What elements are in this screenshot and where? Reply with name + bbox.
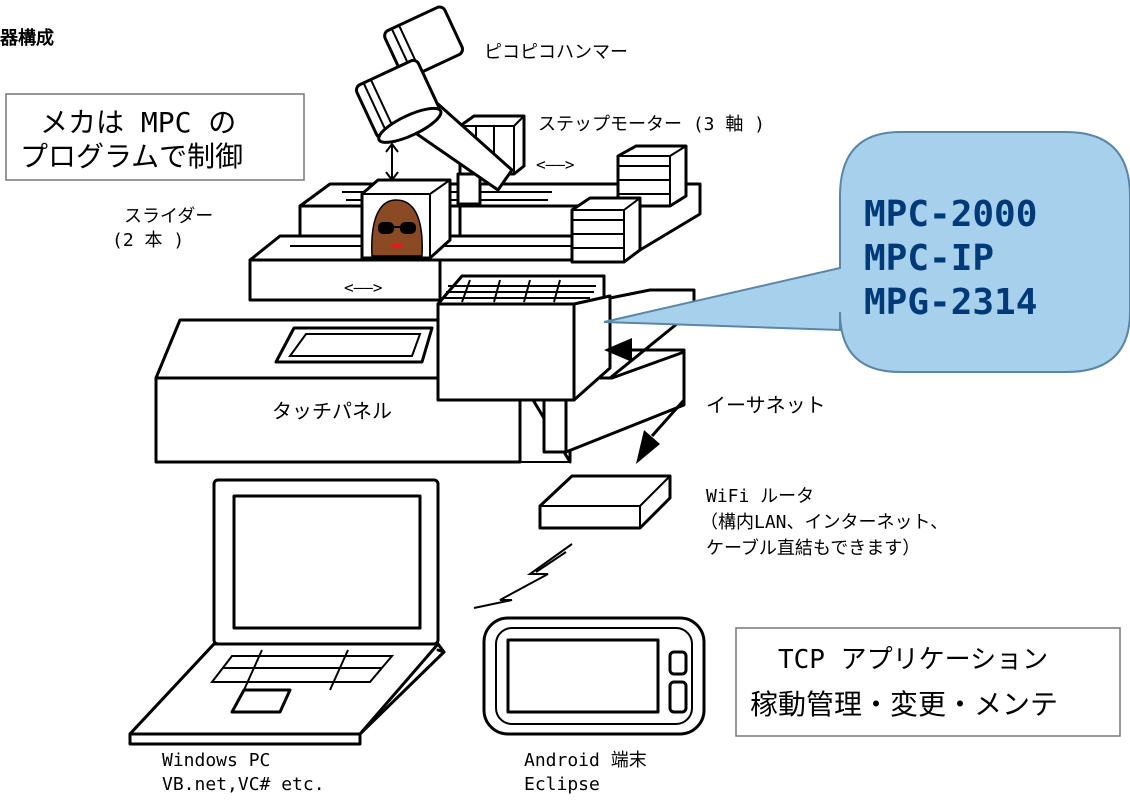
android-device	[482, 616, 706, 736]
controller-box	[436, 274, 612, 402]
router-label-line1: WiFi ルータ	[706, 486, 814, 507]
touch-panel-label: タッチパネル	[272, 399, 392, 423]
controller-callout	[603, 131, 1130, 373]
callout-line1: MPC-2000	[864, 194, 1037, 235]
mecha-note-line2: プログラムで制御	[20, 140, 243, 173]
mecha-note-line1: メカは MPC の	[40, 106, 236, 139]
tcp-app-box	[735, 627, 1121, 737]
mole-figure-icon	[360, 178, 452, 260]
android-label-line1: Android 端末	[524, 750, 647, 771]
toy-hammer-icon	[354, 5, 514, 192]
lightning-bolt-icon	[473, 543, 573, 609]
router-label-line2: （構内LAN、インターネット、	[700, 512, 948, 533]
hammer-label: ピコピコハンマー	[484, 42, 628, 63]
diagram-title: 器構成	[0, 27, 54, 49]
stepper-arrow: <——>	[536, 155, 575, 174]
ethernet-label: イーサネット	[706, 393, 826, 417]
router-label-line3: ケーブル直結もできます）	[706, 537, 920, 559]
tcp-app-line2: 稼動管理・変更・メンテ	[750, 688, 1058, 721]
slider-arrow: <——>	[344, 278, 383, 297]
callout-bubble	[603, 131, 1130, 373]
stepper-motor-middle	[570, 196, 642, 264]
windows-laptop	[128, 478, 446, 746]
callout-line2: MPC-IP	[864, 238, 994, 279]
slider-label-line2: (2 本 )	[112, 230, 184, 251]
touch-panel-unit	[154, 318, 572, 464]
touch-screen-frame	[274, 326, 434, 364]
pc-label-line1: Windows PC	[162, 750, 270, 771]
stepper-label: ステップモーター (3 軸 )	[538, 114, 765, 135]
slider-label-line1: スライダー	[124, 206, 213, 227]
mecha-note-box	[5, 93, 305, 181]
ethernet-cable	[604, 338, 686, 464]
callout-line3: MPG-2314	[864, 282, 1037, 323]
wifi-router	[538, 474, 672, 530]
pc-label-line2: VB.net,VC# etc.	[162, 774, 325, 795]
tcp-app-line1: TCP アプリケーション	[778, 645, 1048, 675]
android-label-line2: Eclipse	[524, 774, 600, 795]
